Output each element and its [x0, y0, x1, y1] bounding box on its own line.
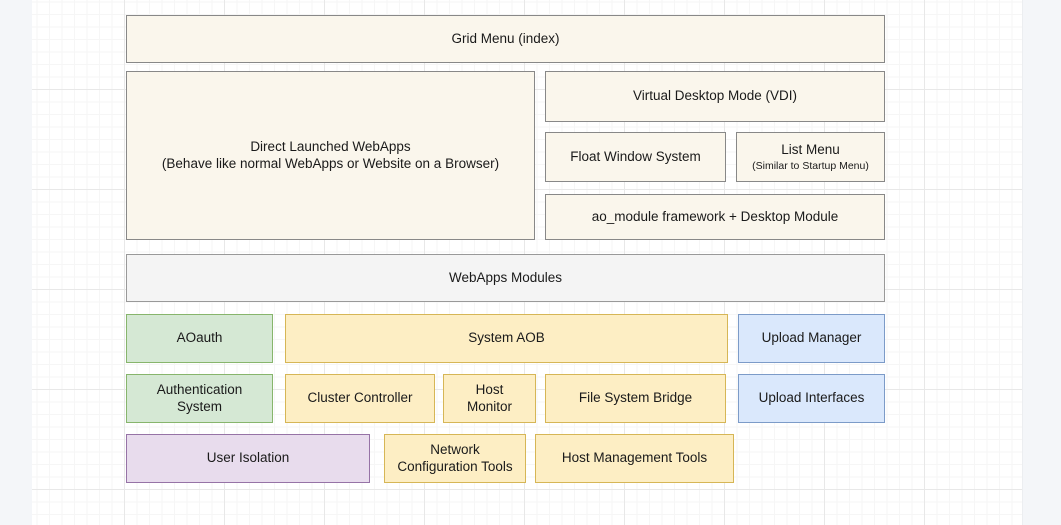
- node-file-system-bridge[interactable]: File System Bridge: [545, 374, 726, 423]
- node-user-isolation[interactable]: User Isolation: [126, 434, 370, 483]
- node-host-monitor[interactable]: Host Monitor: [443, 374, 536, 423]
- node-webapps-modules[interactable]: WebApps Modules: [126, 254, 885, 302]
- node-virtual-desktop-mode[interactable]: Virtual Desktop Mode (VDI): [545, 71, 885, 122]
- node-float-window-system[interactable]: Float Window System: [545, 132, 726, 182]
- node-list-menu[interactable]: List Menu (Similar to Startup Menu): [736, 132, 885, 182]
- node-aoauth[interactable]: AOauth: [126, 314, 273, 363]
- node-virtual-desktop-mode-label: Virtual Desktop Mode (VDI): [632, 88, 798, 104]
- node-ao-module-framework-label: ao_module framework + Desktop Module: [591, 208, 839, 224]
- node-cluster-controller-label: Cluster Controller: [307, 390, 413, 406]
- node-system-aob-label: System AOB: [468, 330, 545, 346]
- node-network-configuration-tools[interactable]: Network Configuration Tools: [384, 434, 526, 483]
- node-float-window-system-label: Float Window System: [570, 148, 701, 164]
- node-authentication-system[interactable]: Authentication System: [126, 374, 273, 423]
- node-host-management-tools[interactable]: Host Management Tools: [535, 434, 734, 483]
- node-upload-manager[interactable]: Upload Manager: [738, 314, 885, 363]
- node-authentication-system-line2: System: [176, 398, 222, 414]
- node-authentication-system-line1: Authentication: [156, 381, 243, 397]
- node-system-aob[interactable]: System AOB: [285, 314, 728, 363]
- node-network-configuration-tools-line1: Network: [430, 441, 480, 457]
- canvas-gutter-right: [1022, 0, 1061, 525]
- canvas-gutter-left: [0, 0, 33, 525]
- node-list-menu-subtitle: (Similar to Startup Menu): [752, 159, 869, 172]
- node-webapps-modules-label: WebApps Modules: [448, 269, 563, 285]
- diagram-canvas[interactable]: Grid Menu (index) Direct Launched WebApp…: [32, 0, 1022, 525]
- node-upload-interfaces-label: Upload Interfaces: [758, 390, 865, 406]
- node-ao-module-framework[interactable]: ao_module framework + Desktop Module: [545, 194, 885, 240]
- node-direct-launched-webapps[interactable]: Direct Launched WebApps (Behave like nor…: [126, 71, 535, 240]
- node-host-monitor-line1: Host: [475, 381, 504, 397]
- node-upload-manager-label: Upload Manager: [761, 330, 862, 346]
- node-direct-launched-webapps-line2: (Behave like normal WebApps or Website o…: [161, 155, 500, 171]
- node-cluster-controller[interactable]: Cluster Controller: [285, 374, 435, 423]
- node-network-configuration-tools-line2: Configuration Tools: [397, 458, 513, 474]
- node-direct-launched-webapps-line1: Direct Launched WebApps: [250, 138, 411, 154]
- node-file-system-bridge-label: File System Bridge: [578, 390, 693, 406]
- node-aoauth-label: AOauth: [176, 330, 223, 346]
- node-host-monitor-line2: Monitor: [466, 398, 512, 414]
- node-grid-menu[interactable]: Grid Menu (index): [126, 15, 885, 63]
- node-list-menu-label: List Menu: [781, 141, 840, 157]
- node-upload-interfaces[interactable]: Upload Interfaces: [738, 374, 885, 423]
- node-user-isolation-label: User Isolation: [206, 450, 290, 466]
- node-host-management-tools-label: Host Management Tools: [561, 450, 708, 466]
- node-grid-menu-label: Grid Menu (index): [451, 30, 560, 46]
